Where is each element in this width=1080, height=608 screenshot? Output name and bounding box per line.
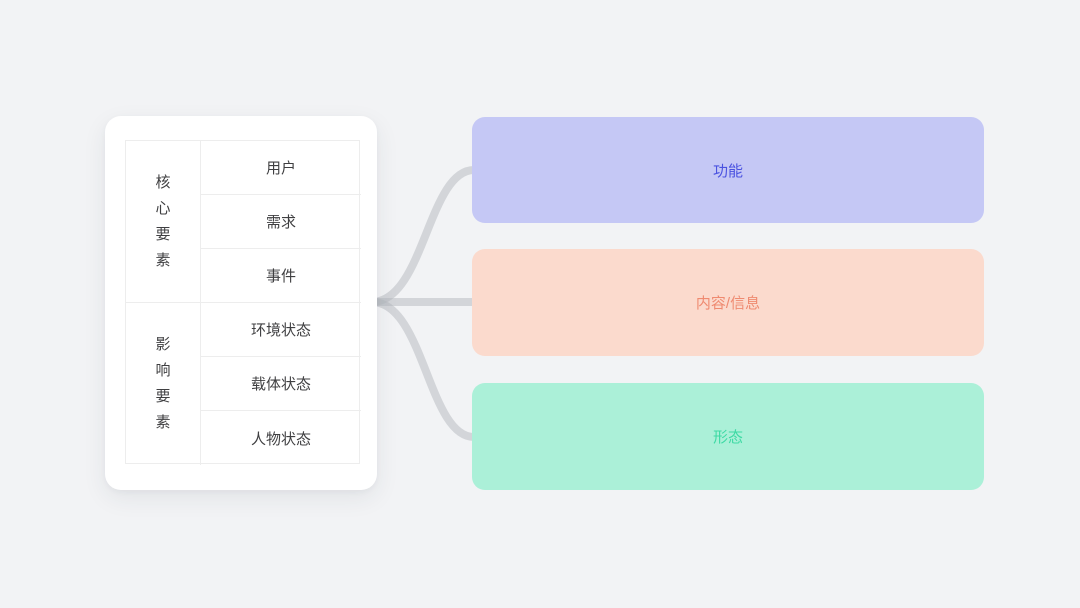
table-cell-event-label: 事件: [265, 268, 296, 285]
table-cell-environment-state-label: 环境状态: [250, 322, 311, 339]
table-cell-carrier-state-label: 载体状态: [250, 376, 311, 393]
node-content-info-label: 内容/信息: [695, 295, 761, 312]
factors-card: 核心要素 影响要素 用户 需求 事件 环境状态 载体状态 人物状态: [105, 116, 377, 490]
connector-to-top-node: [368, 166, 478, 306]
table-cell-user: 用户: [201, 141, 361, 195]
factors-table: 核心要素 影响要素 用户 需求 事件 环境状态 载体状态 人物状态: [125, 140, 361, 465]
table-cell-event: 事件: [201, 249, 361, 303]
node-function: 功能: [472, 117, 984, 223]
table-cell-person-state-label: 人物状态: [250, 430, 311, 448]
group-label-core-factors: 核心要素: [155, 173, 171, 269]
table-cell-demand: 需求: [201, 195, 361, 249]
table-cell-environment-state: 环境状态: [201, 303, 361, 357]
table-cell-carrier-state: 载体状态: [201, 357, 361, 411]
node-form-label: 形态: [712, 429, 743, 446]
table-cell-person-state: 人物状态: [201, 411, 361, 465]
group-cell-core-factors: 核心要素: [126, 141, 201, 303]
connector-to-bottom-node: [368, 298, 478, 441]
table-cell-user-label: 用户: [265, 160, 296, 177]
node-function-label: 功能: [712, 162, 743, 180]
group-cell-influence-factors: 影响要素: [126, 303, 201, 465]
table-cell-demand-label: 需求: [265, 214, 296, 231]
node-content-info: 内容/信息: [472, 249, 984, 356]
node-form: 形态: [472, 383, 984, 490]
group-label-influence-factors: 影响要素: [155, 336, 171, 431]
